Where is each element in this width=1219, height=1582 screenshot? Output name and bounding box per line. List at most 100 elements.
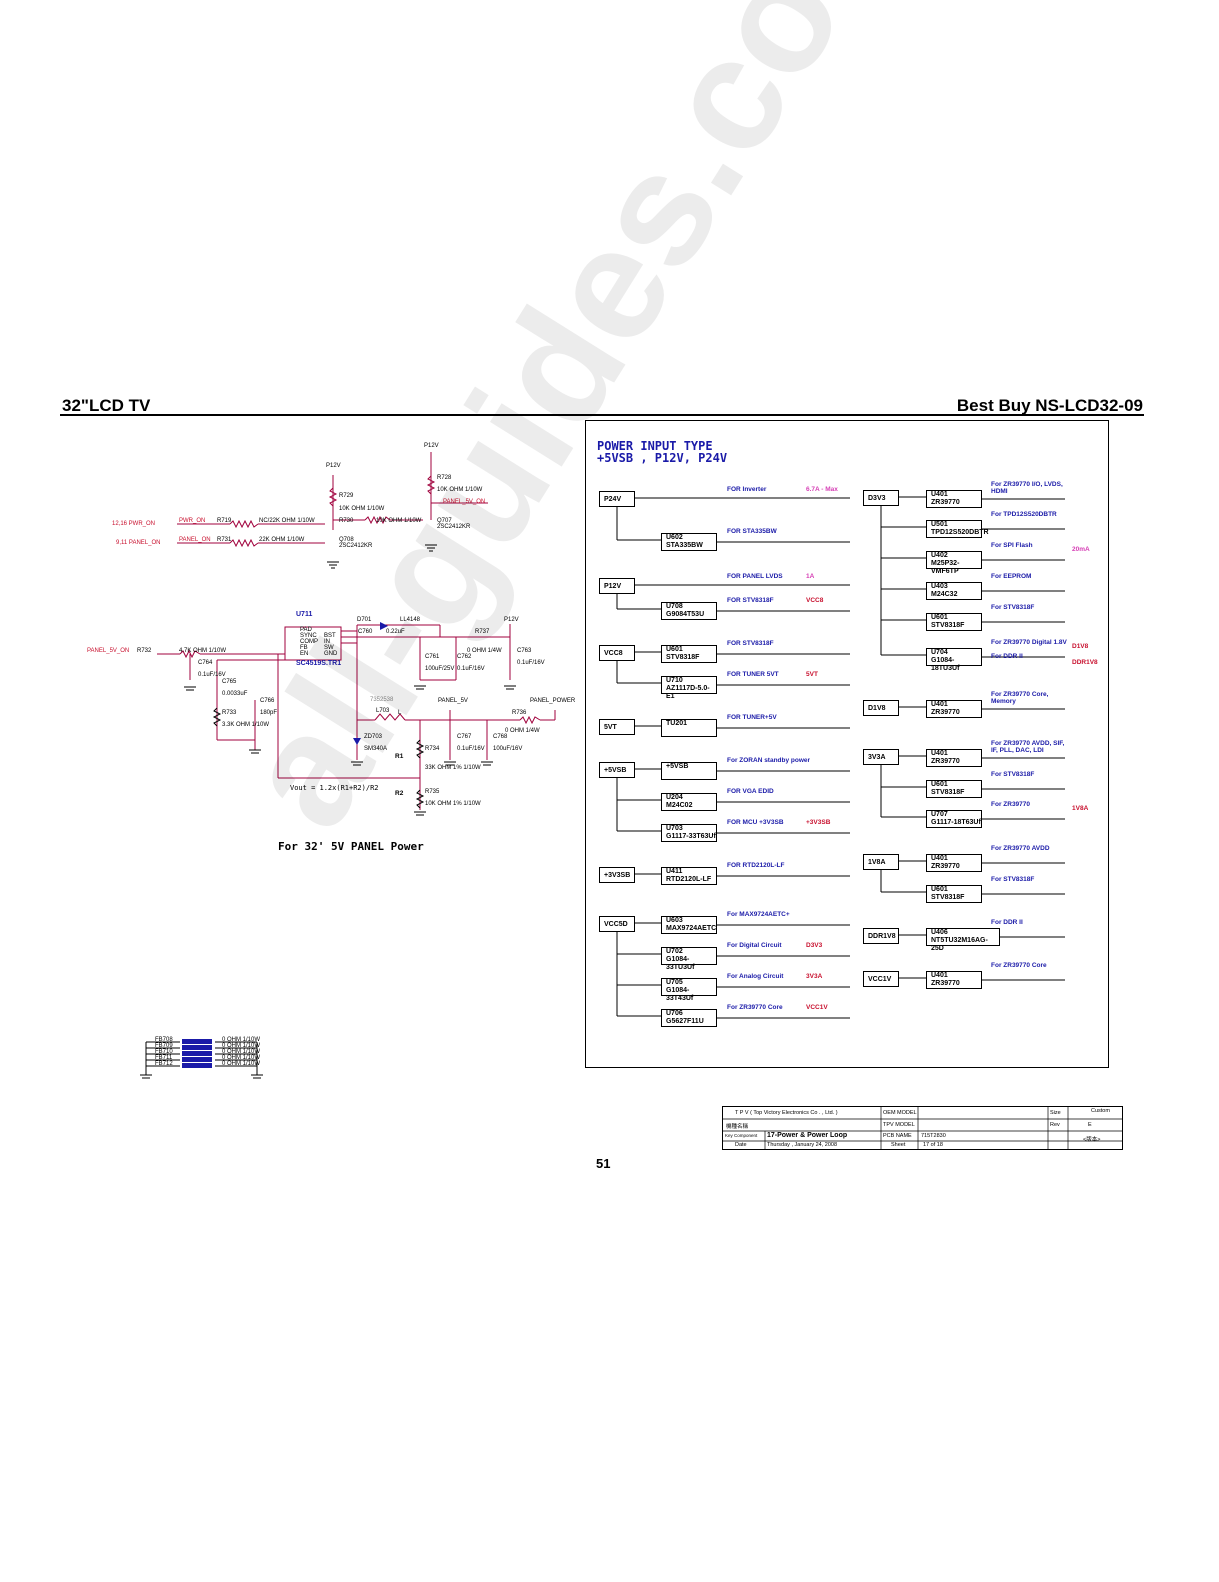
- rail-note: VCC1V: [806, 1004, 828, 1011]
- ic-ref: U601: [666, 646, 683, 653]
- pin-en: EN: [300, 651, 309, 657]
- label-r729-val: 10K OHM 1/10W: [339, 506, 385, 512]
- ic-ref: U710: [666, 677, 683, 684]
- page-number: 51: [596, 1156, 611, 1171]
- ic-part: ZR39770: [931, 863, 960, 870]
- rail-note: D3V3: [806, 942, 823, 949]
- pin-pad: PAD: [300, 627, 312, 633]
- ic-ref: U707: [931, 811, 948, 818]
- tb-oem-label: OEM MODEL: [883, 1110, 917, 1116]
- rail-target-label: FOR VGA EDID: [727, 788, 774, 795]
- ic-part: M24C32: [931, 591, 958, 598]
- rail-target-label: For STV8318F: [991, 771, 1035, 778]
- pin-sync: SYNC: [300, 633, 317, 639]
- rail-5vsb: +5VSB: [599, 762, 635, 778]
- tb-date: Thursday , January 24, 2008: [767, 1142, 838, 1148]
- ic-part: STV8318F: [666, 654, 700, 661]
- tb-tpv-label: TPV MODEL: [883, 1122, 915, 1128]
- label-r736: R736: [512, 710, 527, 716]
- u711-pins-right: BST IN SW GND: [324, 633, 337, 657]
- ic-part: RTD2120L-LF: [666, 876, 712, 883]
- rail-p24v: P24V: [599, 491, 635, 507]
- label-ll4148: LL4148: [400, 617, 421, 623]
- rail-p12v: P12V: [599, 578, 635, 594]
- label-c767: C767: [457, 734, 472, 740]
- rail-target-label: FOR STA335BW: [727, 528, 777, 535]
- label-zd703-part: SM340A: [364, 746, 388, 752]
- tb-size-label: Size: [1050, 1110, 1061, 1116]
- tb-sheet: 17 of 18: [923, 1142, 943, 1148]
- rail-target-label: For ZR39770 I/O, LVDS, HDMI: [991, 481, 1063, 495]
- rail-target-label: For SPI Flash: [991, 542, 1033, 549]
- rail-target-label: For ZORAN standby power: [727, 757, 811, 764]
- ic-ref: U401: [931, 972, 948, 979]
- ic-ref: TU201: [666, 720, 688, 727]
- ic-ref: U601: [931, 886, 948, 893]
- tb-key-component: Key Component: [725, 1133, 758, 1138]
- label-c760: C760: [358, 629, 373, 635]
- net-pwr-on-ref: 12,16 PWR_ON: [112, 521, 156, 527]
- label-q708-part: 2SC2412KR: [339, 543, 373, 549]
- rail-1v8a: 1V8A: [863, 854, 899, 870]
- label-c762: C762: [457, 654, 472, 660]
- label-r730: R730: [339, 518, 354, 524]
- net-panel-5v-on: PANEL_5V_ON: [443, 499, 486, 505]
- power-distribution-panel: [585, 420, 1109, 1068]
- label-c764-val: 0.1uF/16V: [198, 672, 226, 678]
- ferrite-ref: FB710: [155, 1049, 173, 1055]
- label-r731: R731: [217, 537, 232, 543]
- rail-target-label: FOR MCU +3V3SB: [727, 819, 784, 826]
- net-panel-5v-on-mid: PANEL_5V_ON: [87, 648, 130, 654]
- panel-title-2: +5VSB , P12V, P24V: [597, 451, 728, 465]
- label-c760-val: 0.22uF: [386, 629, 405, 635]
- rail-note: 3V3A: [806, 973, 823, 980]
- ic-ref: U401: [931, 701, 948, 708]
- ic-part: G5627F11U: [666, 1018, 704, 1025]
- label-r735-val: 10K OHM 1% 1/10W: [425, 801, 481, 807]
- ic-part: G1117-18T63Uf: [931, 819, 981, 826]
- ic-box: +5VSB: [661, 762, 717, 780]
- ic-part: M24C02: [666, 802, 693, 809]
- rail-target-label: For Analog Circuit: [727, 973, 784, 980]
- label-r734-val: 33K OHM 1% 1/10W: [425, 765, 481, 771]
- ferrite-ref: FB712: [155, 1061, 173, 1067]
- ic-part: M25P32-VMF6TP: [931, 560, 960, 575]
- label-c761: C761: [425, 654, 440, 660]
- rail-note: D1V8: [1072, 643, 1089, 650]
- label-r737-val: 0 OHM 1/4W: [467, 648, 502, 654]
- rail-target-label: For TPD12S520DBTR: [991, 511, 1057, 518]
- ic-ref: U708: [666, 603, 683, 610]
- ic-part: G1084-33TU3Uf: [666, 956, 695, 971]
- tb-company: T P V ( Top Victory Electronics Co . , L…: [735, 1110, 838, 1116]
- label-r730-val: 10K OHM 1/10W: [376, 518, 422, 524]
- ic-part: G1117-33T63Uf: [666, 833, 716, 840]
- ic-part: ZR39770: [931, 499, 960, 506]
- net-panel-5v: PANEL_5V: [438, 698, 468, 704]
- label-c768: C768: [493, 734, 508, 740]
- caption-5v-panel: For 32' 5V PANEL Power: [278, 840, 424, 853]
- label-r719-val: NC/22K OHM 1/10W: [259, 518, 315, 524]
- label-c763: C763: [517, 648, 532, 654]
- rail-target-label: For ZR39770 Core, Memory: [991, 691, 1049, 705]
- rail-3v3a: 3V3A: [863, 749, 899, 765]
- rail-target-label: For ZR39770 Core: [991, 962, 1047, 969]
- label-c768-val: 100uF/16V: [493, 746, 523, 752]
- ic-part: STV8318F: [931, 894, 965, 901]
- rail-target-label: For MAX9724AETC+: [727, 911, 790, 918]
- ic-part: NT5TU32M16AG-25D: [931, 937, 988, 952]
- rail-note: 5VT: [806, 671, 818, 678]
- label-l703: L703: [376, 708, 390, 714]
- label-c766-val: 180pF: [260, 710, 278, 716]
- pin-gnd: GND: [324, 651, 338, 657]
- ic-ref: U402: [931, 552, 948, 559]
- ic-ref: U411: [666, 868, 683, 875]
- ic-part: G9084T53U: [666, 611, 705, 618]
